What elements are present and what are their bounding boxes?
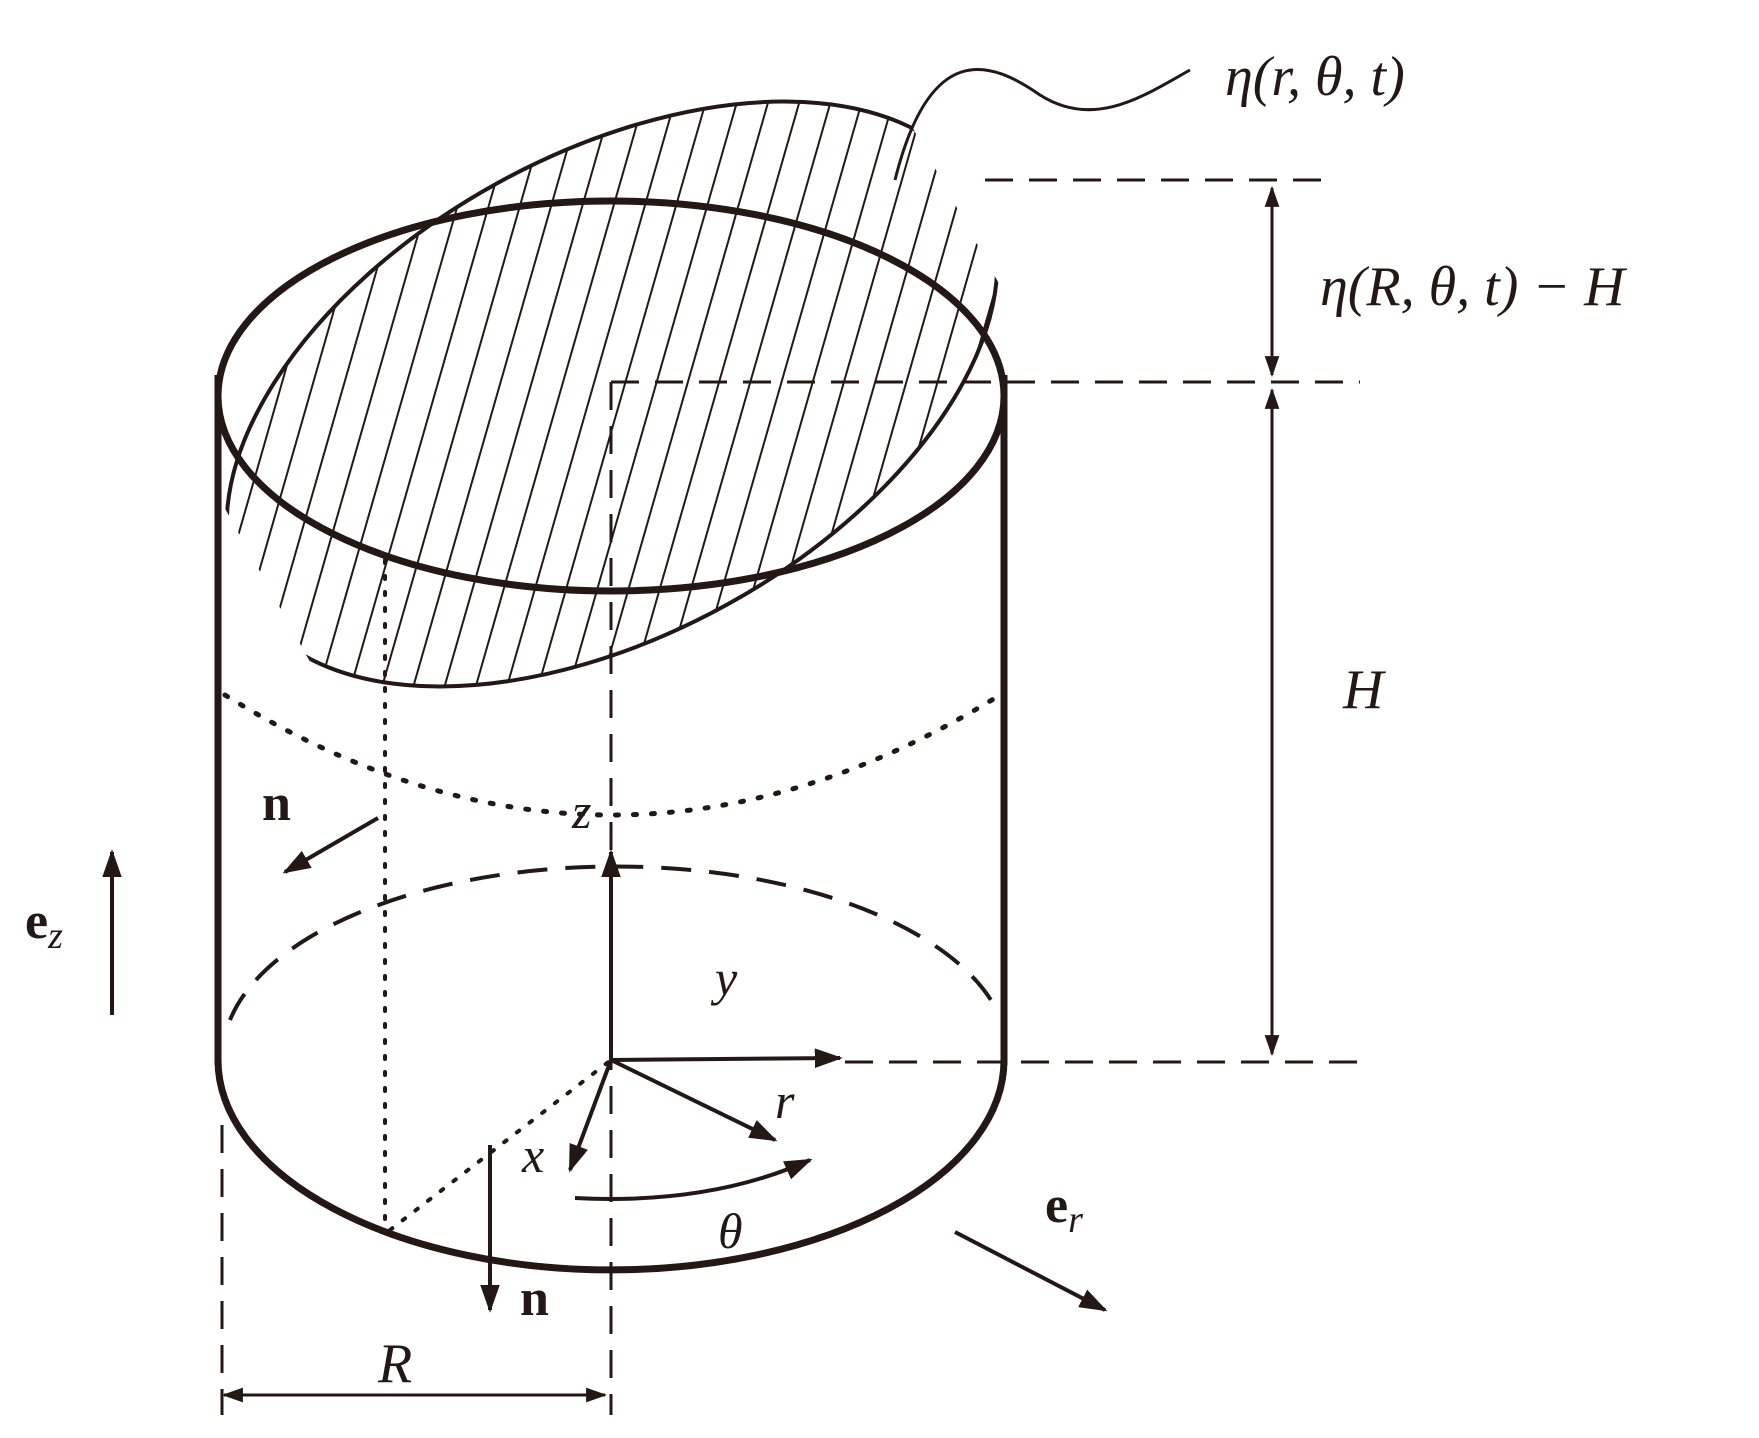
r-label: r <box>775 1073 795 1129</box>
er-label: er <box>1045 1177 1083 1241</box>
bottom-normal-label: n <box>520 1270 549 1327</box>
side-normal-label: n <box>262 775 291 832</box>
y-label: y <box>710 950 738 1006</box>
eta-minus-H-label: η(R, θ, t) − H <box>1320 256 1627 318</box>
bottom-rim-back <box>228 864 996 1021</box>
theta-arc-arrow <box>574 1158 813 1201</box>
H-label: H <box>1342 659 1386 721</box>
R-label: R <box>377 1333 412 1395</box>
x-axis-arrow <box>568 1059 613 1173</box>
hidden-diagonal <box>388 1058 613 1232</box>
eta-leader-line <box>893 68 1191 181</box>
x-label: x <box>521 1127 544 1183</box>
theta-label: θ <box>718 1203 743 1259</box>
side-normal-arrow <box>282 816 380 874</box>
y-axis-arrow <box>610 1048 843 1069</box>
z-label: z <box>571 783 591 839</box>
r-axis-arrow <box>610 1058 778 1142</box>
eta-surface-label: η(r, θ, t) <box>1225 46 1405 108</box>
mid-level-ellipse <box>222 692 1003 818</box>
ez-label: ez <box>25 893 63 957</box>
er-arrow <box>954 1230 1108 1312</box>
